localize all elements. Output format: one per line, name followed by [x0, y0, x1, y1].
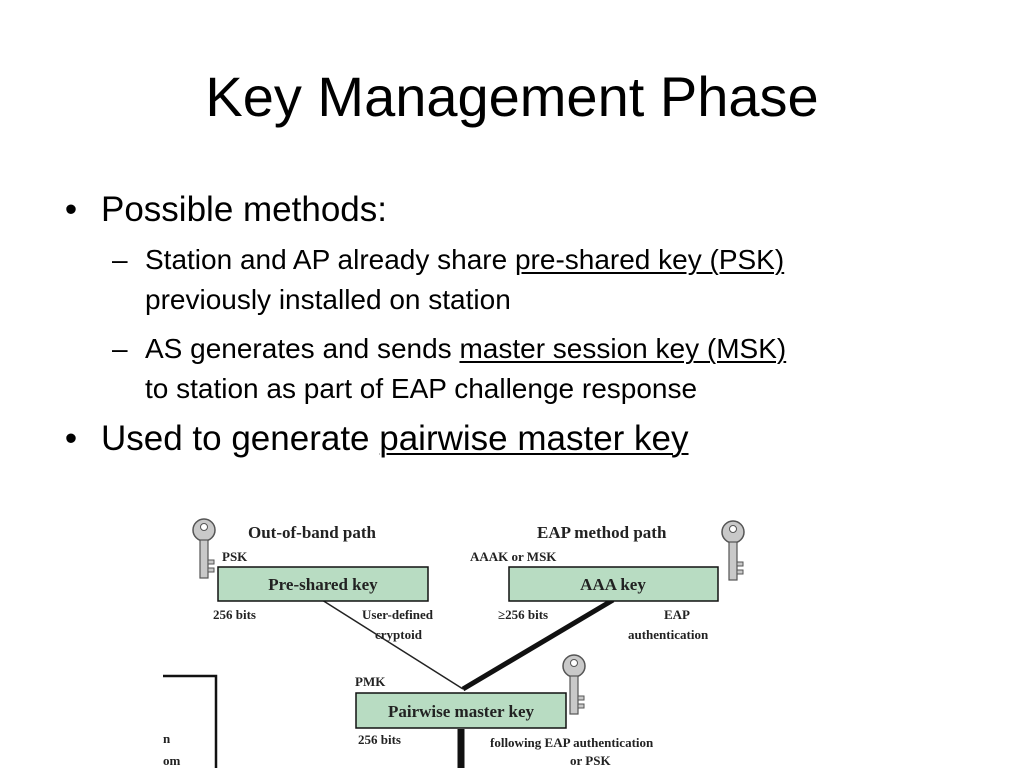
lower-box-edge	[163, 674, 218, 768]
bits-ge256-label: ≥256 bits	[498, 607, 548, 622]
key-icon	[192, 518, 216, 579]
dash-marker: –	[112, 333, 128, 364]
bullet-marker: •	[64, 190, 78, 229]
bullet-pmk: • Used to generate pairwise master key	[56, 417, 986, 461]
key-icon	[721, 520, 745, 581]
bullet-possible-methods: • Possible methods:	[56, 188, 986, 232]
slide-title: Key Management Phase	[205, 65, 819, 128]
bullet-marker: •	[64, 419, 78, 458]
preshared-key-text: Pre-shared key	[268, 575, 378, 594]
user-defined-label: User-defined	[362, 607, 434, 622]
eap-label: EAP	[664, 607, 690, 622]
sub-bullet-text: Station and AP already share	[145, 244, 515, 275]
bits-256-label: 256 bits	[213, 607, 256, 622]
dash-marker: –	[112, 244, 128, 275]
aaa-to-pmk-line	[461, 597, 615, 692]
cropped-text-2: om	[163, 753, 181, 768]
aaa-key-box	[508, 566, 719, 602]
aaak-label: AAAK or MSK	[470, 549, 557, 564]
pmk-term: pairwise master key	[379, 419, 689, 458]
pmk-label: PMK	[355, 674, 386, 689]
out-of-band-path-label: Out-of-band path	[248, 523, 377, 542]
preshared-key-box	[217, 566, 429, 602]
pairwise-master-key-text: Pairwise master key	[388, 702, 535, 721]
psk-term: pre-shared key (PSK)	[514, 244, 785, 275]
bullet-text: Possible methods:	[101, 190, 387, 229]
or-psk-label: or PSK	[570, 753, 611, 768]
bullet-list: • Possible methods: – Station and AP alr…	[56, 188, 986, 461]
cropped-text-1: n	[163, 731, 171, 746]
sub-bullet-text-cont: to station as part of EAP challenge resp…	[145, 373, 698, 404]
aaa-key-text: AAA key	[580, 575, 646, 594]
bits-256-pmk-label: 256 bits	[358, 732, 401, 747]
eap-method-path-label: EAP method path	[537, 523, 667, 542]
sub-bullet-text: AS generates and sends	[145, 333, 460, 364]
sub-bullet-msk: – AS generates and sends master session …	[56, 329, 986, 409]
psk-label: PSK	[222, 549, 248, 564]
psk-to-pmk-line	[321, 599, 464, 690]
bullet-text: Used to generate	[101, 419, 380, 458]
msk-term: master session key (MSK)	[459, 333, 787, 364]
cryptoid-label: cryptoid	[375, 627, 423, 642]
sub-bullet-text-cont: previously installed on station	[145, 284, 511, 315]
following-eap-label: following EAP authentication	[490, 735, 654, 750]
sub-bullet-psk: – Station and AP already share pre-share…	[56, 240, 986, 320]
authentication-label: authentication	[628, 627, 709, 642]
pairwise-master-key-box	[355, 692, 567, 729]
